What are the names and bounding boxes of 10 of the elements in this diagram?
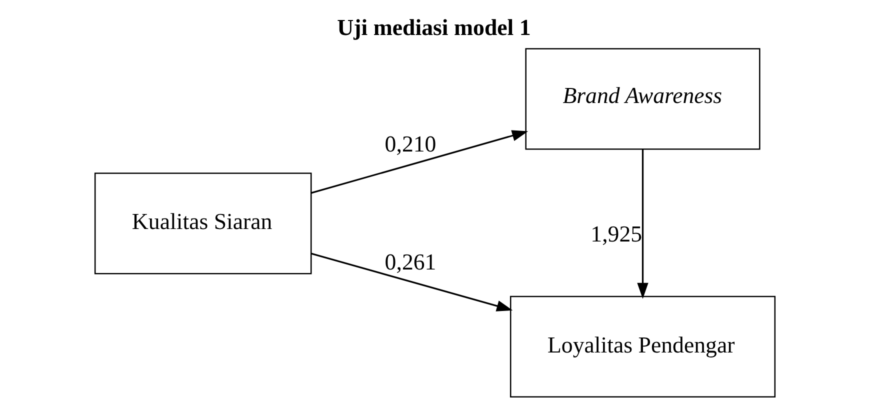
arrow bbox=[636, 149, 648, 299]
edge-label: 1,925 bbox=[590, 221, 642, 246]
node-box: Loyalitas Pendengar bbox=[509, 296, 776, 398]
node-box: Brand Awareness bbox=[524, 48, 760, 150]
node-box: Kualitas Siaran bbox=[94, 172, 312, 274]
diagram-title: Uji mediasi model 1 bbox=[336, 15, 530, 40]
arrow bbox=[310, 130, 528, 194]
arrow bbox=[310, 252, 512, 312]
edge-label: 0,210 bbox=[384, 132, 436, 157]
edge-label: 0,261 bbox=[384, 250, 436, 275]
